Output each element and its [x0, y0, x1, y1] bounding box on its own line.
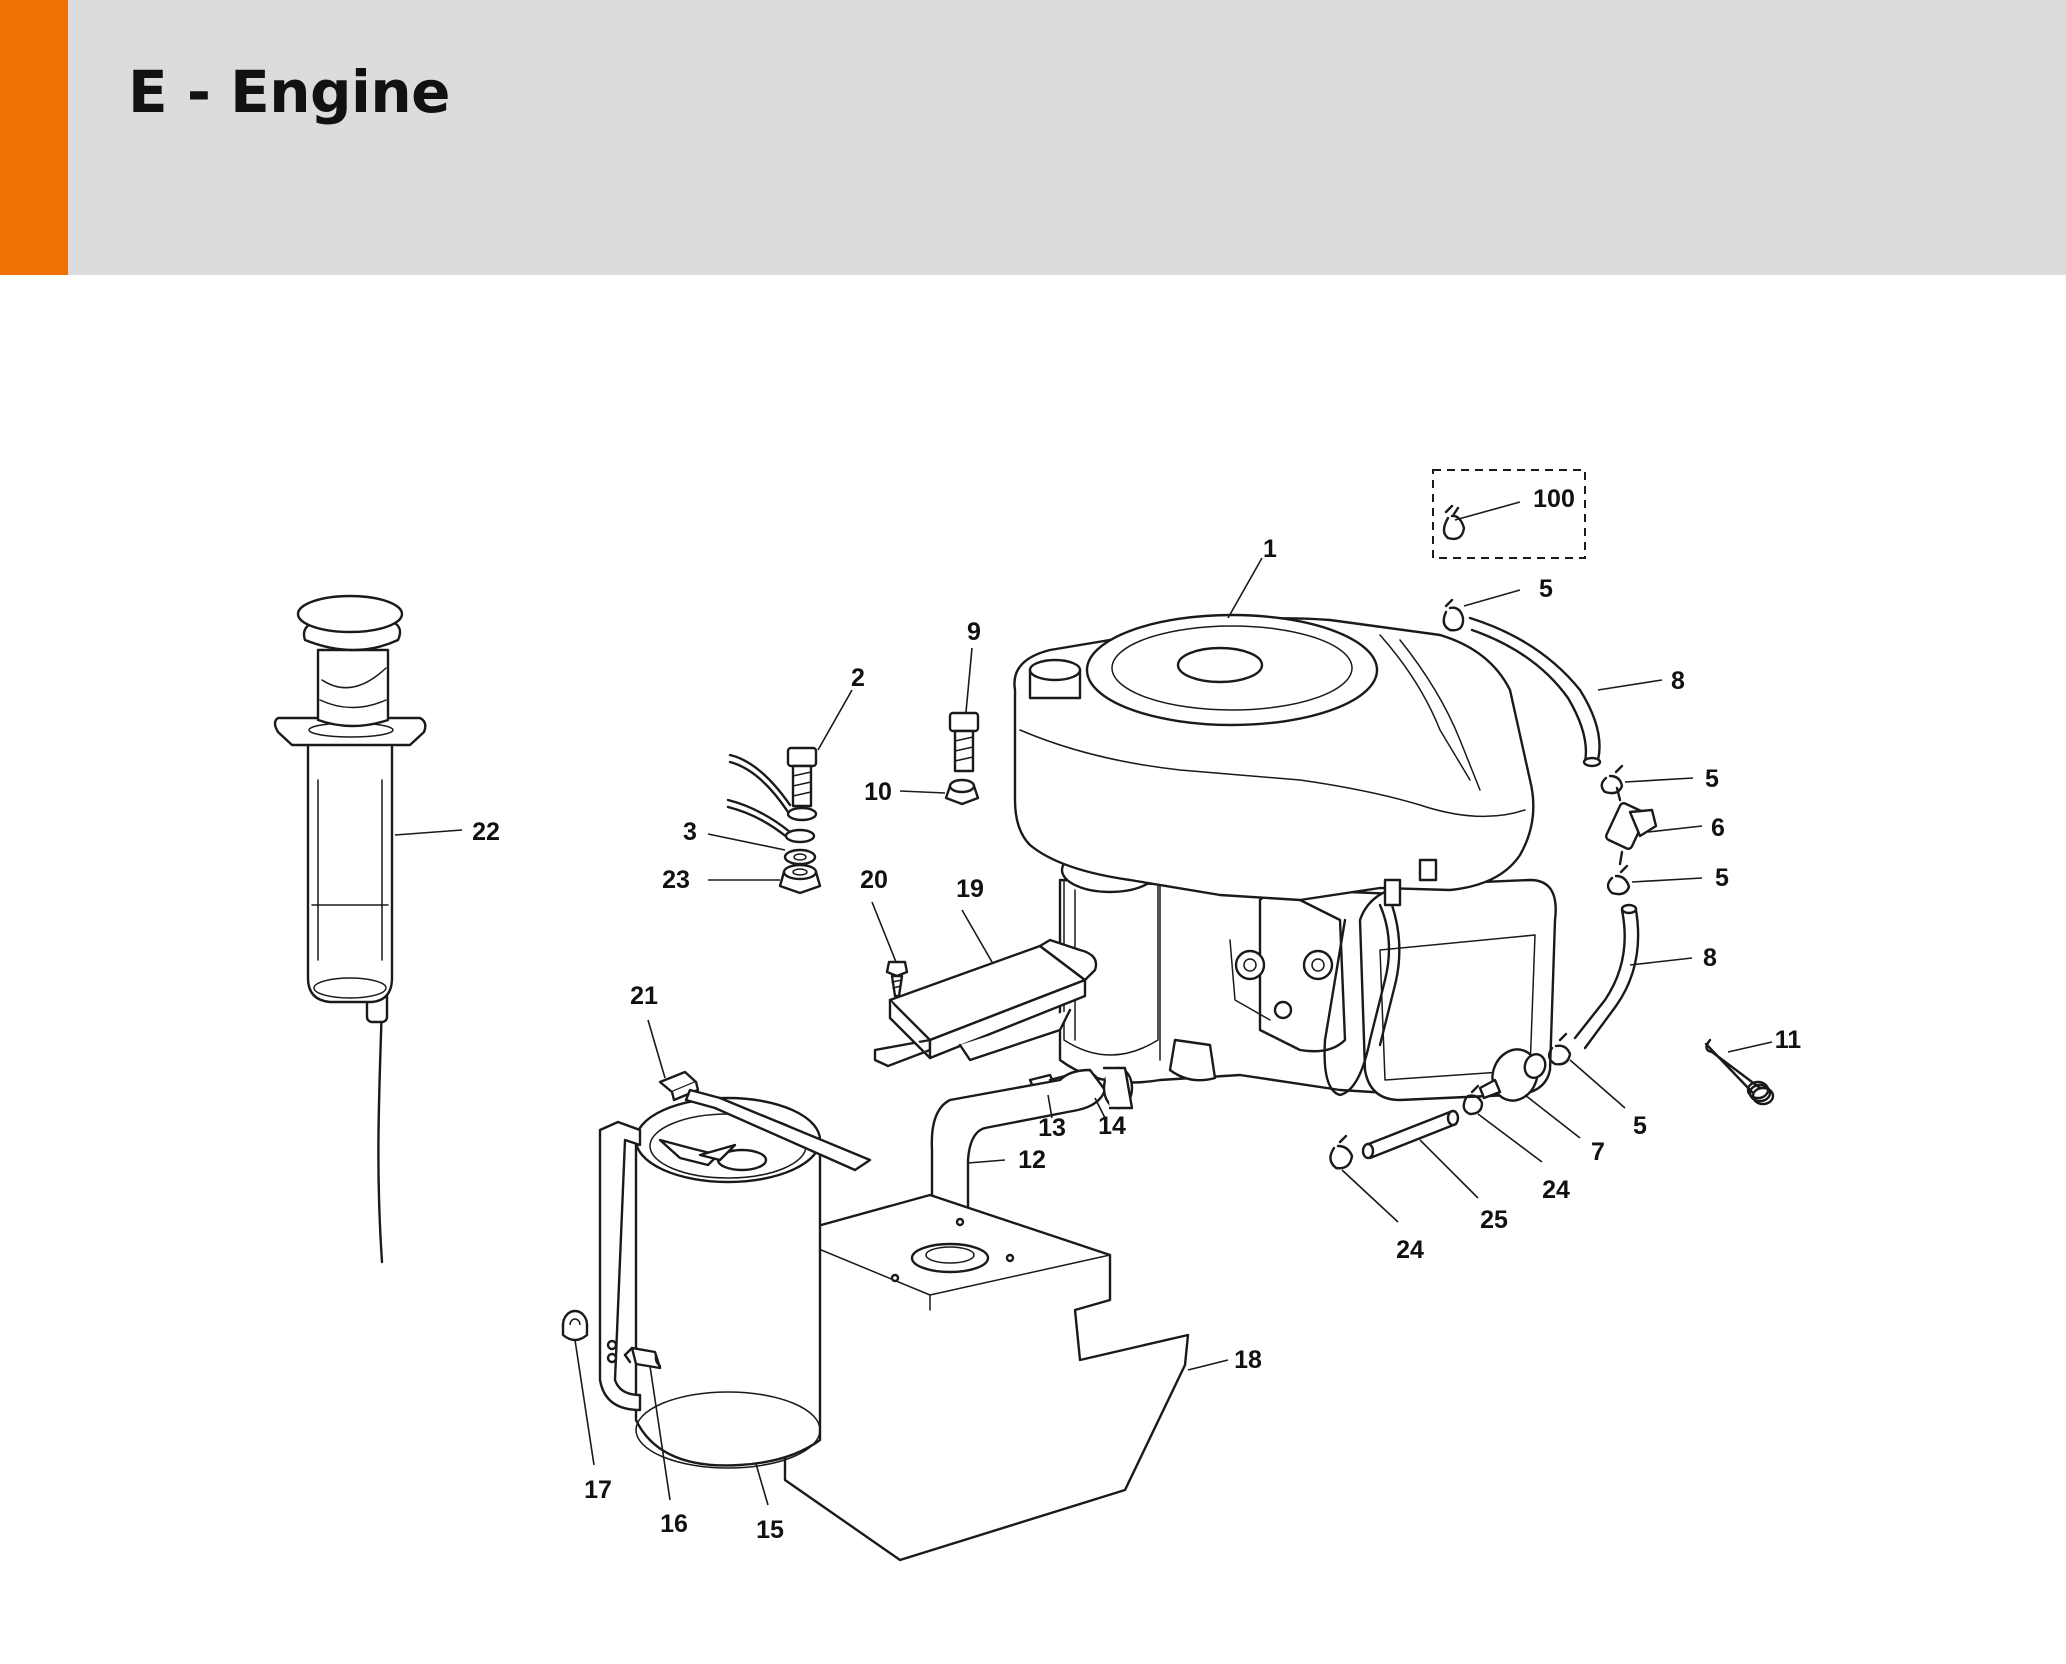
leader-11 — [1727, 1041, 1773, 1053]
callout-9: 9 — [967, 618, 981, 646]
callout-17: 17 — [584, 1476, 612, 1504]
leader-22 — [394, 829, 463, 836]
callout-24-b: 24 — [1396, 1236, 1424, 1264]
part-21-clip-nut — [658, 1070, 700, 1102]
leader-13 — [1047, 1094, 1053, 1119]
callout-24-a: 24 — [1542, 1176, 1570, 1204]
leader-8-lower — [1629, 957, 1693, 966]
leader-12 — [967, 1159, 1006, 1164]
page-title: E - Engine — [128, 58, 451, 126]
part-10-nut — [944, 778, 980, 806]
leader-18 — [1187, 1359, 1229, 1371]
callout-labels: 1 2 3 5 5 5 5 6 7 8 8 9 10 11 12 13 14 1… — [472, 485, 1801, 1544]
page-header — [0, 0, 2066, 275]
leader-9 — [965, 647, 973, 713]
leader-25 — [1419, 1139, 1479, 1199]
part-2-bolt — [786, 746, 818, 808]
part-6-fuel-valve — [1604, 786, 1658, 866]
leader-5-3 — [1631, 877, 1703, 883]
callout-11: 11 — [1775, 1026, 1802, 1054]
part-7-fuel-filter — [1478, 1048, 1547, 1102]
callout-8-lower: 8 — [1703, 944, 1717, 972]
callout-18: 18 — [1234, 1346, 1262, 1374]
callout-6: 6 — [1711, 814, 1725, 842]
callout-25: 25 — [1480, 1206, 1508, 1234]
part-1-engine — [1013, 613, 1557, 1102]
leader-15 — [755, 1463, 769, 1506]
part-8-fuel-hose-upper — [1468, 616, 1602, 768]
callout-5-3: 5 — [1715, 864, 1729, 892]
leader-100 — [1454, 501, 1521, 521]
part-23-flange-nut — [778, 863, 822, 895]
part-5-hose-clamp-3 — [1606, 864, 1631, 896]
callout-10: 10 — [864, 778, 892, 806]
part-5-hose-clamp-2 — [1600, 764, 1624, 795]
callout-13: 13 — [1038, 1114, 1066, 1142]
callout-22: 22 — [472, 818, 500, 846]
part-5-hose-clamp-top — [1442, 598, 1465, 632]
callout-1: 1 — [1263, 535, 1277, 563]
leader-5-top — [1463, 589, 1521, 607]
callout-20: 20 — [860, 866, 888, 894]
part-8-fuel-hose-lower — [1573, 903, 1640, 1050]
part-15-muffler — [598, 1088, 872, 1469]
leader-lines — [394, 501, 1773, 1506]
part-16-stud-bolt — [623, 1346, 662, 1370]
part-9-bolt — [948, 711, 980, 773]
callout-2: 2 — [851, 664, 865, 692]
leader-20 — [871, 901, 897, 963]
part-18-exhaust-cover — [783, 1193, 1190, 1562]
leader-24-b — [1341, 1169, 1399, 1223]
callout-12: 12 — [1018, 1146, 1046, 1174]
leader-17 — [574, 1339, 595, 1466]
part-17-nut — [561, 1309, 589, 1342]
callout-5-top: 5 — [1539, 575, 1553, 603]
callout-21: 21 — [630, 982, 658, 1010]
callout-14: 14 — [1098, 1112, 1126, 1140]
leader-16 — [649, 1365, 671, 1501]
leader-5-2 — [1624, 777, 1694, 783]
leader-7 — [1524, 1094, 1581, 1139]
leader-24-a — [1477, 1113, 1543, 1163]
callout-8-upper: 8 — [1671, 667, 1685, 695]
part-5-hose-clamp-4 — [1547, 1032, 1572, 1066]
part-11-spring-clip — [1704, 1038, 1775, 1106]
callout-7: 7 — [1591, 1138, 1605, 1166]
leader-19 — [961, 909, 993, 963]
part-100-hose-clamp — [1442, 504, 1466, 541]
callout-19: 19 — [956, 875, 984, 903]
kit-100-box — [1432, 469, 1586, 559]
part-24-hose-clamp-b — [1329, 1134, 1354, 1170]
callout-16: 16 — [660, 1510, 688, 1538]
part-25-fuel-hose-short — [1361, 1109, 1460, 1160]
leader-14 — [1094, 1097, 1106, 1119]
leader-3 — [707, 833, 786, 851]
header-accent-bar — [0, 0, 68, 275]
part-20-self-tapping-screw — [885, 960, 909, 998]
callout-3: 3 — [683, 818, 697, 846]
leader-5-4 — [1569, 1059, 1626, 1109]
part-3-washers-and-cable-lugs — [726, 753, 818, 866]
leader-8-upper — [1597, 679, 1663, 691]
leader-1 — [1227, 557, 1263, 619]
part-19-exhaust-bracket — [873, 938, 1098, 1068]
part-22-oil-syringe — [273, 594, 427, 1264]
leader-2 — [817, 689, 853, 751]
part-24-hose-clamp-a — [1462, 1084, 1484, 1116]
callout-15: 15 — [756, 1516, 784, 1544]
callout-100: 100 — [1533, 485, 1575, 513]
callout-5-2: 5 — [1705, 765, 1719, 793]
leader-6 — [1647, 825, 1703, 833]
callout-5-4: 5 — [1633, 1112, 1647, 1140]
leader-21 — [647, 1019, 666, 1079]
leader-10 — [899, 790, 946, 794]
callout-23: 23 — [662, 866, 690, 894]
